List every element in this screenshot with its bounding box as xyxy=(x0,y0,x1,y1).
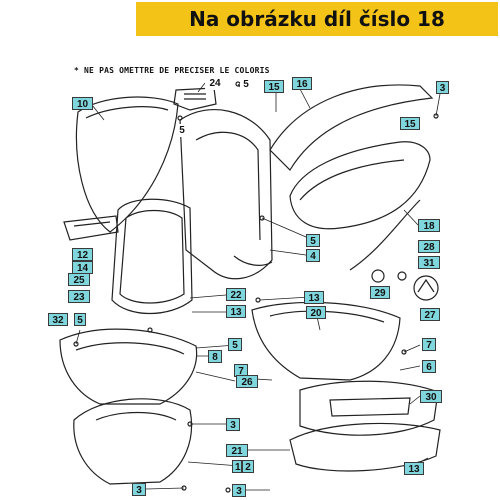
callout-6: 6 xyxy=(422,360,436,373)
callout-25: 25 xyxy=(68,273,90,286)
callout-5d: 5 xyxy=(74,313,86,326)
callout-3c: 3 xyxy=(132,483,146,496)
callout-7b: 7 xyxy=(422,338,436,351)
handlebar-bracket-part xyxy=(63,215,119,241)
callout-3b: 3 xyxy=(226,418,240,431)
callout-5a: 5 xyxy=(240,78,252,91)
callout-12: 12 xyxy=(72,248,93,261)
side-cover-top-part xyxy=(269,84,434,171)
side-panel-part xyxy=(289,141,431,230)
callout-3a: 3 xyxy=(436,81,449,94)
callout-13c: 13 xyxy=(404,462,424,475)
callout-1: 1 xyxy=(232,460,242,473)
callout-32: 32 xyxy=(48,313,68,326)
leg-shield-part xyxy=(179,109,273,280)
callout-5b: 5 xyxy=(176,124,188,137)
callout-5c: 5 xyxy=(306,234,320,247)
windshield-part xyxy=(75,96,179,233)
callout-2: 2 xyxy=(242,460,254,473)
lower-skirt-part xyxy=(289,422,441,472)
color-note: * NE PAS OMETTRE DE PRECISER LE COLORIS xyxy=(74,66,270,75)
callout-23: 23 xyxy=(68,290,90,303)
leader-lines xyxy=(75,82,441,491)
cover-disc-part xyxy=(413,275,439,301)
inner-frame-part xyxy=(111,198,193,315)
callout-20: 20 xyxy=(306,306,326,319)
cap-part xyxy=(371,269,385,283)
callout-3d: 3 xyxy=(232,484,246,497)
title-banner: Na obrázku díl číslo 18 xyxy=(136,2,498,36)
callout-18: 18 xyxy=(418,219,440,232)
callout-24: 24 xyxy=(205,77,225,90)
callout-14: 14 xyxy=(72,261,93,274)
callout-30: 30 xyxy=(420,390,442,403)
front-lower-cover-part xyxy=(73,398,193,485)
callout-16: 16 xyxy=(292,77,312,90)
callout-21: 21 xyxy=(226,444,248,457)
callout-27: 27 xyxy=(420,308,440,321)
footboard-part xyxy=(299,380,439,436)
callout-29: 29 xyxy=(370,286,390,299)
callout-5e: 5 xyxy=(228,338,242,351)
callout-13a: 13 xyxy=(226,305,246,318)
side-panel-trim xyxy=(349,199,421,271)
floor-panel-part xyxy=(251,301,401,381)
callout-8: 8 xyxy=(208,350,222,363)
callout-13b: 13 xyxy=(304,291,324,304)
callout-15a: 15 xyxy=(264,80,284,93)
callout-10: 10 xyxy=(72,97,93,110)
callout-28: 28 xyxy=(418,240,440,253)
callout-26: 26 xyxy=(236,375,258,388)
callout-4: 4 xyxy=(306,249,320,262)
callout-15b: 15 xyxy=(400,117,420,130)
callout-22: 22 xyxy=(226,288,246,301)
callout-31: 31 xyxy=(418,256,440,269)
front-fascia-part xyxy=(59,328,198,405)
